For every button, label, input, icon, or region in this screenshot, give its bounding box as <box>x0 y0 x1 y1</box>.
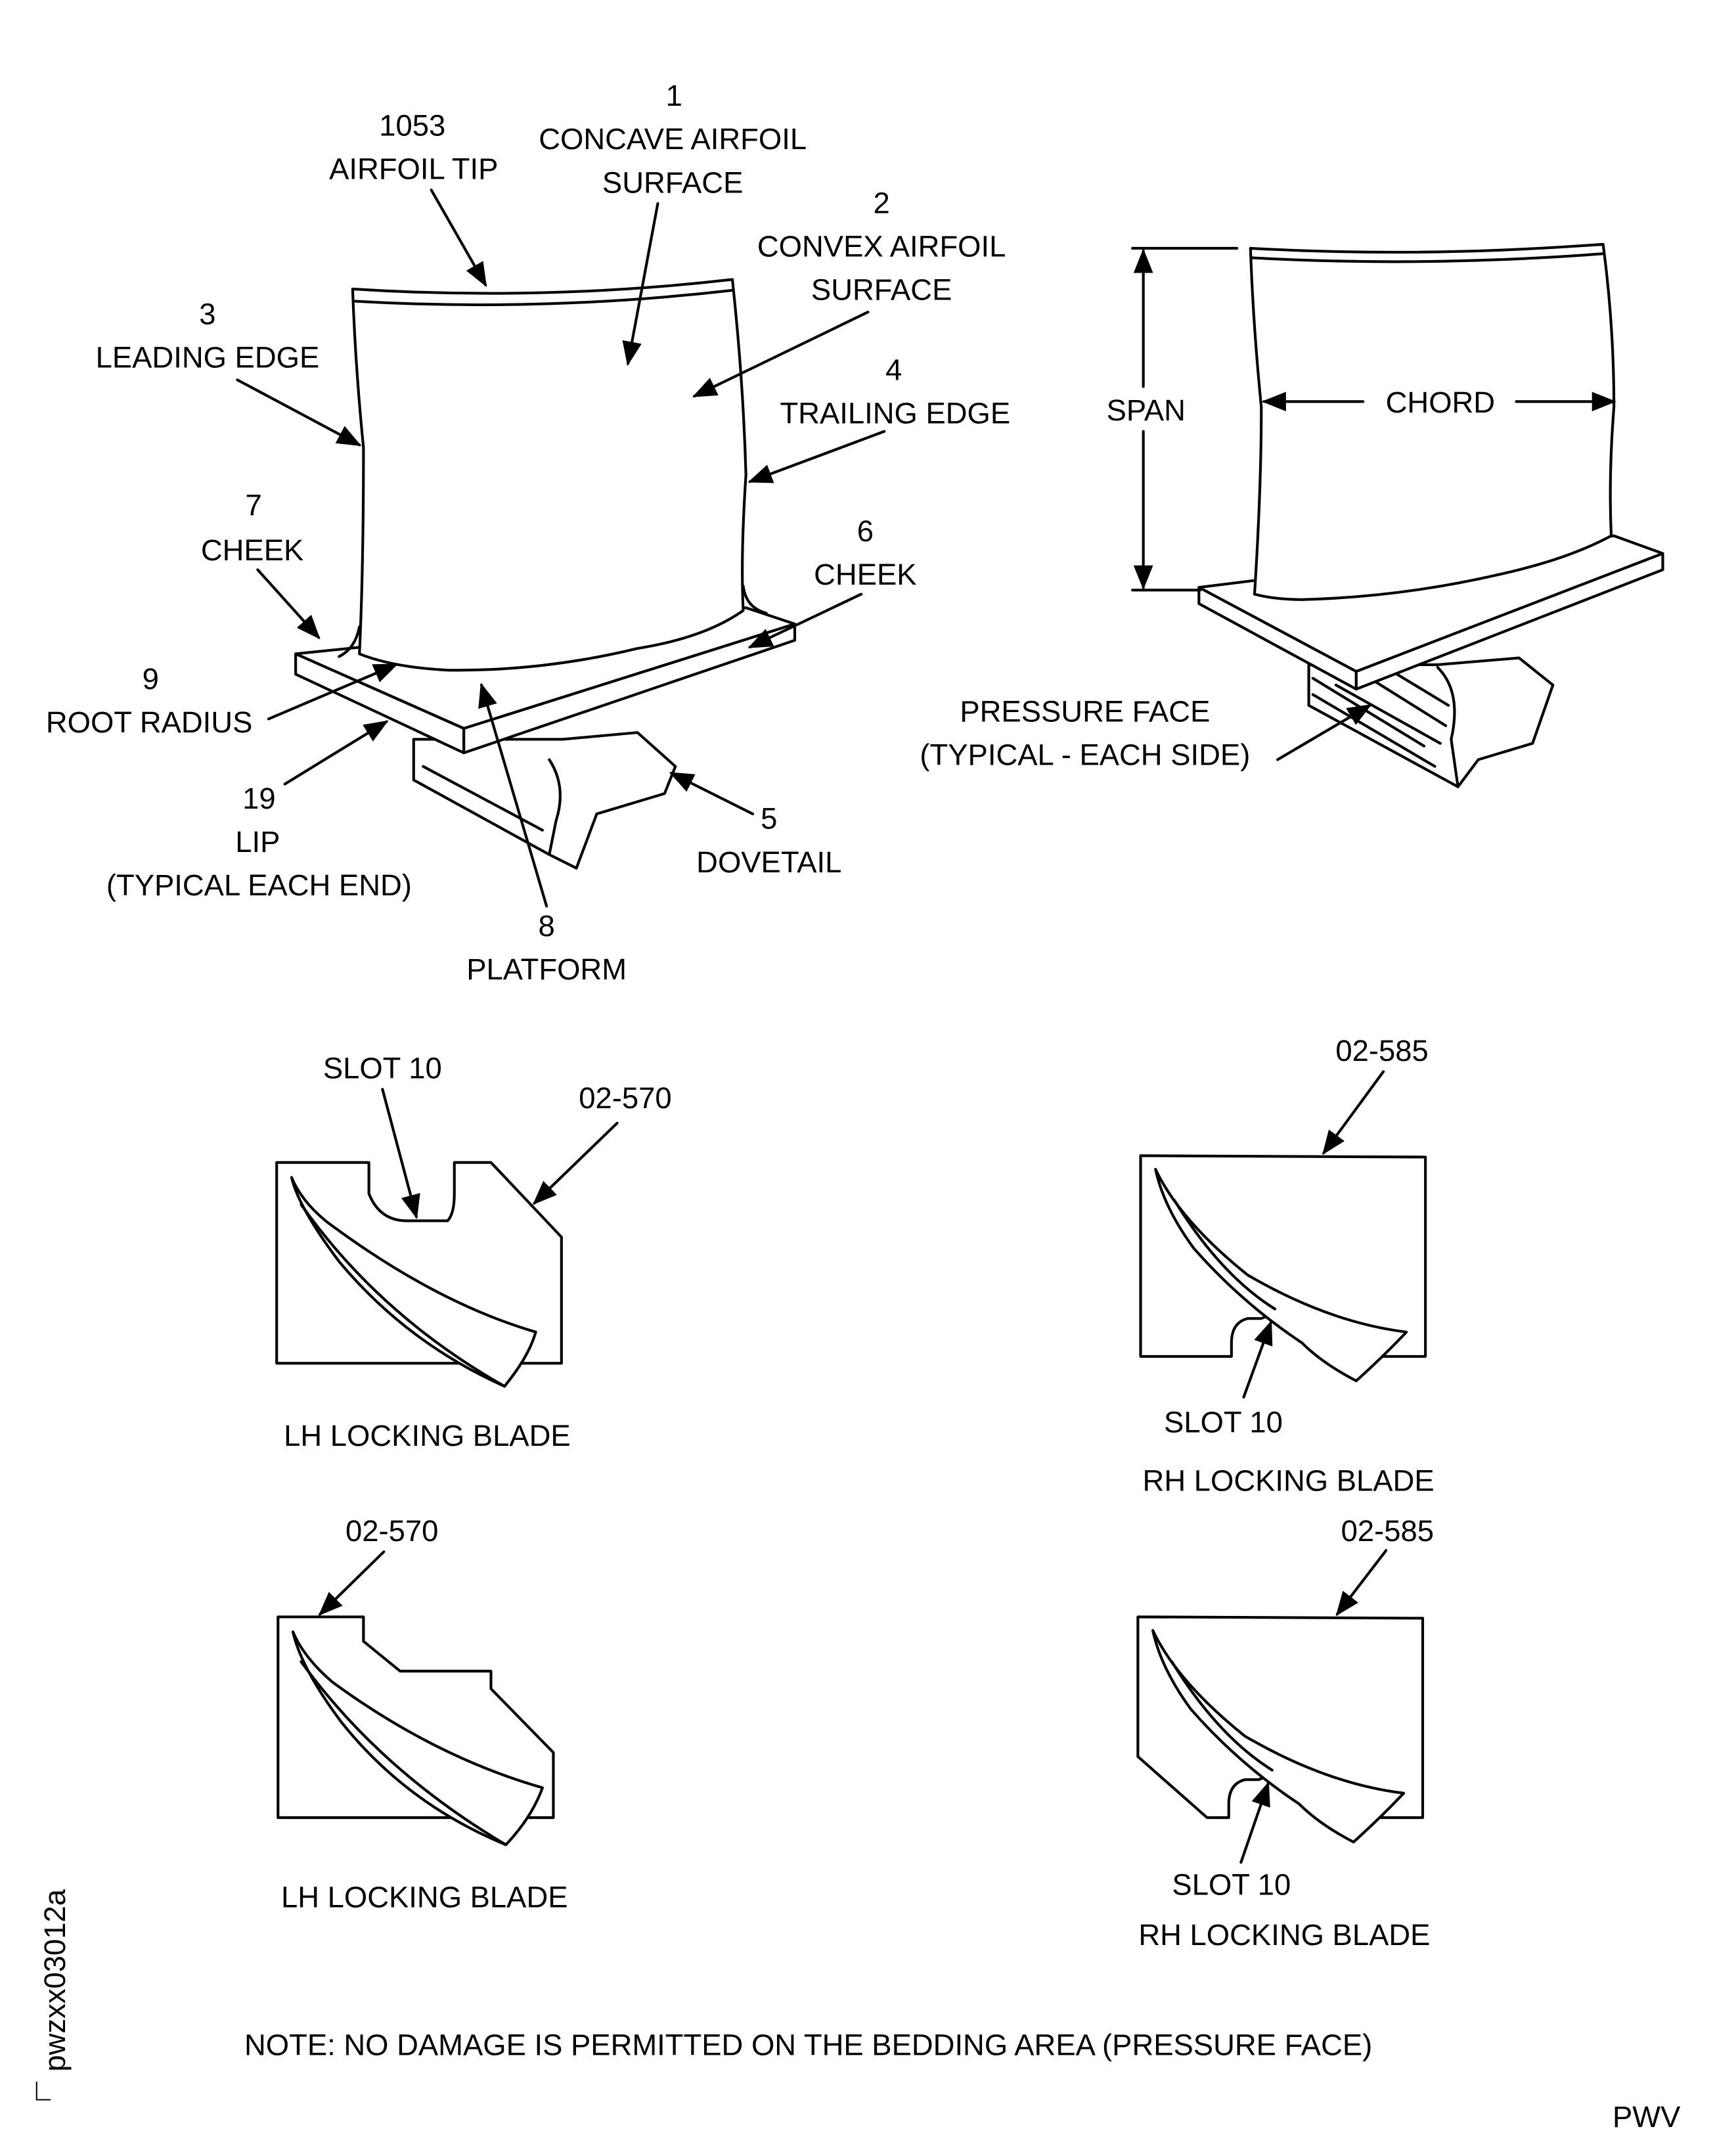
label: 02-570 <box>345 1514 438 1548</box>
label: 4 <box>885 353 902 386</box>
label: 8 <box>538 909 554 943</box>
label: (TYPICAL EACH END) <box>106 868 412 902</box>
label: 1053 <box>379 109 445 143</box>
corner-code: PWV <box>1613 2100 1681 2134</box>
label: CHEEK <box>814 558 916 591</box>
leader-lines <box>236 189 886 908</box>
label: SURFACE <box>811 273 952 306</box>
label: CONCAVE AIRFOIL <box>539 122 807 156</box>
label: 9 <box>143 662 159 696</box>
label: SURFACE <box>602 166 743 199</box>
label: PRESSURE FACE <box>960 695 1210 728</box>
dovetail <box>1307 656 1555 788</box>
label: SLOT 10 <box>323 1052 442 1085</box>
label: LH LOCKING BLADE <box>281 1880 568 1914</box>
airfoil <box>351 278 747 672</box>
blade-labels: 1053 AIRFOIL TIP 1 CONCAVE AIRFOIL SURFA… <box>46 79 1010 986</box>
label: SLOT 10 <box>1164 1406 1283 1439</box>
label: LEADING EDGE <box>96 341 320 374</box>
label: 6 <box>857 514 874 548</box>
label: CONVEX AIRFOIL <box>757 229 1006 263</box>
label: 3 <box>199 298 215 331</box>
label: 1 <box>666 79 682 112</box>
rh-locking-blade-2: 02-585 SLOT 10 RH LOCKING BLADE <box>1136 1514 1434 1952</box>
blade-isometric-dimensions: SPAN CHORD PRESSURE FACE (TYPICAL - EACH… <box>920 242 1664 788</box>
label: LIP <box>235 825 280 859</box>
label: (TYPICAL - EACH SIDE) <box>920 738 1250 772</box>
lh-locking-blade-2: 02-570 LH LOCKING BLADE <box>277 1514 568 1914</box>
chord-label: CHORD <box>1386 386 1495 419</box>
label: RH LOCKING BLADE <box>1143 1464 1435 1497</box>
label: 02-585 <box>1341 1514 1434 1548</box>
airfoil <box>1249 242 1616 601</box>
dovetail <box>412 731 677 870</box>
figure-id: pwzxx03012a <box>38 1889 72 2071</box>
label: DOVETAIL <box>696 845 841 879</box>
blade-isometric-annotated <box>294 278 797 870</box>
label: 2 <box>874 186 890 219</box>
label: ROOT RADIUS <box>46 705 253 739</box>
label: 19 <box>242 782 276 815</box>
label: 7 <box>245 489 261 522</box>
note-text: NOTE: NO DAMAGE IS PERMITTED ON THE BEDD… <box>244 2028 1372 2061</box>
label: RH LOCKING BLADE <box>1138 1918 1430 1952</box>
span-label: SPAN <box>1107 393 1186 427</box>
rh-locking-blade-1: 02-585 SLOT 10 RH LOCKING BLADE <box>1139 1034 1435 1497</box>
label: 02-585 <box>1335 1034 1428 1067</box>
label: TRAILING EDGE <box>780 396 1010 430</box>
label: AIRFOIL TIP <box>329 152 498 186</box>
lh-locking-blade-slotted: SLOT 10 02-570 LH LOCKING BLADE <box>275 1052 672 1452</box>
label: PLATFORM <box>466 952 627 986</box>
label: LH LOCKING BLADE <box>284 1419 571 1452</box>
label: 02-570 <box>579 1081 671 1115</box>
label: 5 <box>761 802 777 836</box>
label: CHEEK <box>201 533 303 567</box>
label: SLOT 10 <box>1172 1868 1291 1902</box>
